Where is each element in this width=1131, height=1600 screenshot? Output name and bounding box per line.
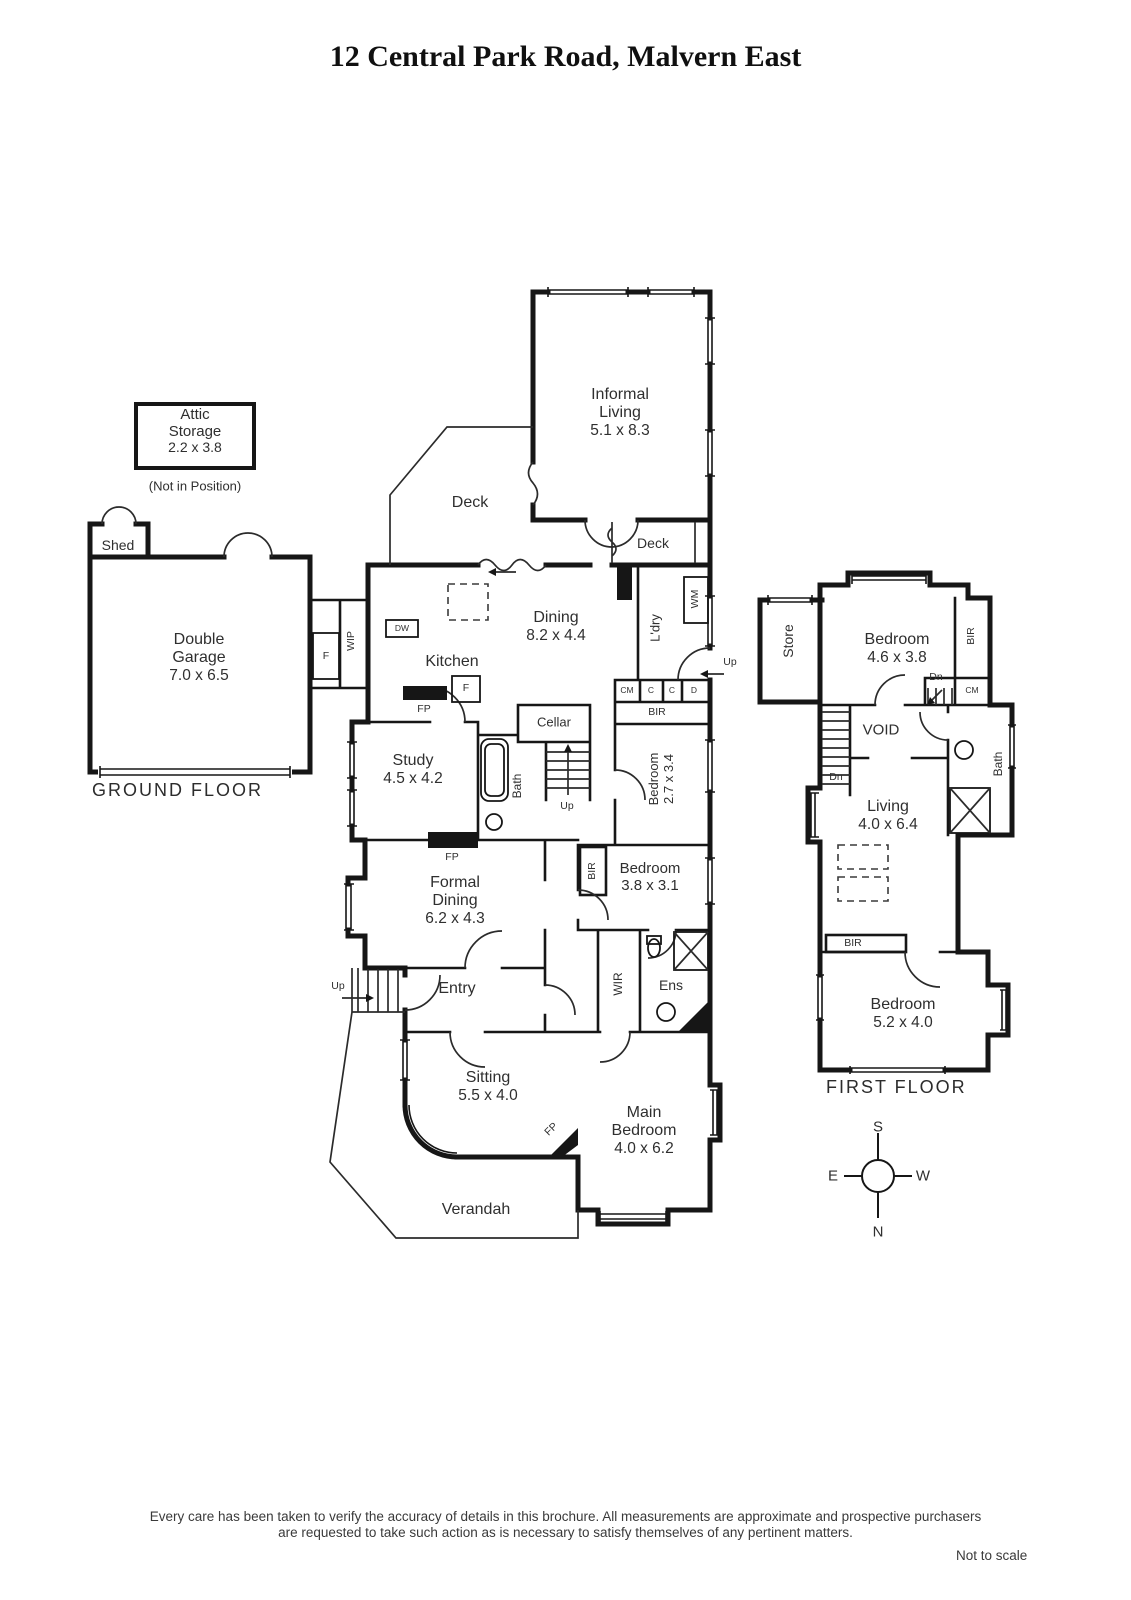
footer-disclaimer-line2: are requested to take such action as is … — [278, 1525, 853, 1540]
room-label-bath-ground: Bath — [510, 773, 525, 799]
label-dw: DW — [394, 623, 410, 634]
label-cm-first: CM — [965, 685, 979, 696]
label-wip: WIP — [345, 631, 358, 651]
fixtures-first — [822, 688, 991, 902]
room-label-kitchen: Kitchen — [425, 652, 479, 670]
room-label-shed: Shed — [101, 537, 135, 554]
room-label-sitting: Sitting 5.5 x 4.0 — [458, 1069, 518, 1105]
label-f-kitchen: F — [462, 682, 470, 695]
label-bir-bedroom-mid: BIR — [586, 862, 599, 880]
interior-walls-ground — [363, 563, 712, 1034]
room-label-study: Study 4.5 x 4.2 — [383, 752, 443, 788]
room-label-ens: Ens — [658, 977, 684, 994]
compass-west: W — [915, 1167, 931, 1185]
room-label-wir: WIR — [611, 972, 626, 996]
label-c2: C — [668, 685, 676, 696]
label-fp-study: FP — [445, 851, 459, 864]
label-bir-first-b: BIR — [844, 937, 862, 950]
room-label-bath-first: Bath — [991, 751, 1006, 777]
label-dn-stairs: Dn — [829, 771, 843, 784]
room-label-verandah: Verandah — [441, 1200, 511, 1218]
room-label-bedroom-a: Bedroom 4.6 x 3.8 — [864, 631, 930, 667]
interior-walls-first — [818, 596, 992, 954]
label-dn-top: Dn — [929, 671, 943, 684]
attic-note: (Not in Position) — [148, 478, 242, 494]
room-label-entry: Entry — [438, 979, 476, 997]
label-c1: C — [647, 685, 655, 696]
ground-floor-label: GROUND FLOOR — [92, 780, 264, 800]
informal-living-walls — [527, 289, 713, 568]
room-label-dining: Dining 8.2 x 4.4 — [526, 609, 586, 645]
compass-south: S — [872, 1118, 884, 1136]
label-fp-kitchen: FP — [417, 703, 431, 716]
label-bir-first-a: BIR — [965, 627, 978, 645]
label-up-stairs: Up — [560, 800, 574, 813]
deck-outlines — [389, 426, 696, 576]
room-label-double-garage: Double Garage 7.0 x 6.5 — [169, 630, 229, 685]
label-bir-hall: BIR — [648, 706, 666, 719]
label-cm: CM — [620, 685, 634, 696]
room-label-formal-dining: Formal Dining 6.2 x 4.3 — [425, 873, 485, 928]
room-label-laundry: L'dry — [647, 614, 663, 642]
label-d: D — [690, 685, 698, 696]
room-label-bedroom-small: Bedroom 2.7 x 3.4 — [646, 752, 676, 806]
room-label-main-bedroom: Main Bedroom 4.0 x 6.2 — [611, 1103, 677, 1158]
pantry-connector-walls — [308, 598, 370, 690]
footer-disclaimer-line1: Every care has been taken to verify the … — [149, 1509, 982, 1524]
label-up-entry: Up — [331, 980, 345, 993]
fixtures-ground — [385, 567, 724, 1157]
compass-north: N — [872, 1223, 884, 1241]
room-label-informal-living: Informal Living 5.1 x 8.3 — [590, 385, 650, 440]
verandah-porch-outline — [329, 968, 579, 1239]
attic-storage-box — [134, 402, 256, 470]
garage-shed-walls — [87, 506, 313, 778]
label-wm: WM — [689, 589, 702, 609]
windows-first — [767, 574, 1016, 1074]
room-label-bedroom-b: Bedroom 5.2 x 4.0 — [870, 996, 936, 1032]
room-label-cellar: Cellar — [537, 714, 571, 730]
page-title: 12 Central Park Road, Malvern East — [329, 40, 802, 73]
room-label-void: VOID — [862, 721, 900, 739]
door-arcs-first — [874, 674, 949, 988]
room-label-attic-storage: Attic Storage 2.2 x 3.8 — [168, 405, 222, 456]
room-label-living: Living 4.0 x 6.4 — [858, 798, 918, 834]
door-arcs-ground — [404, 647, 711, 1068]
room-label-bedroom-mid: Bedroom 3.8 x 3.1 — [619, 859, 681, 894]
compass-east: E — [827, 1167, 839, 1185]
label-f-pantry: F — [322, 650, 330, 663]
room-label-deck-side: Deck — [637, 535, 669, 552]
compass-rose — [844, 1133, 912, 1218]
windows-ground — [344, 287, 720, 1222]
first-floor-label: FIRST FLOOR — [826, 1077, 967, 1097]
room-label-store: Store — [780, 624, 797, 658]
footer-not-to-scale: Not to scale — [956, 1548, 1028, 1563]
label-up-dining: Up — [723, 656, 737, 669]
room-label-deck-upper: Deck — [451, 493, 489, 511]
